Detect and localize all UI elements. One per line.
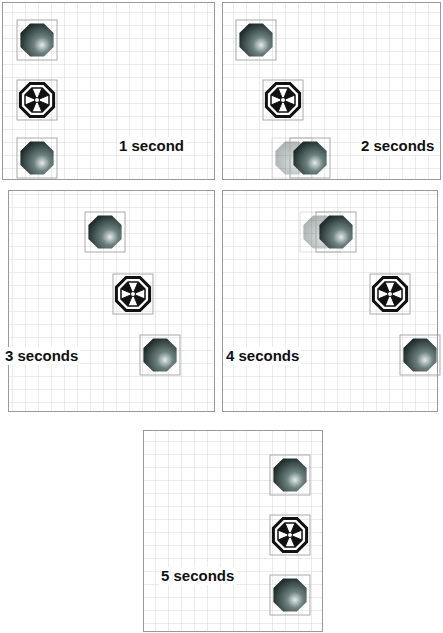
time-label: 5 seconds xyxy=(159,567,236,585)
time-label: 3 seconds xyxy=(3,347,80,365)
time-label: 2 seconds xyxy=(359,137,436,155)
time-panel: 5 seconds xyxy=(143,430,323,632)
time-panel: 4 seconds xyxy=(222,190,438,412)
time-panel: 3 seconds xyxy=(8,190,215,412)
time-label: 4 seconds xyxy=(224,347,301,365)
time-panel: 2 seconds xyxy=(222,2,441,180)
time-label: 1 second xyxy=(117,137,186,155)
time-panel: 1 second xyxy=(2,2,215,180)
